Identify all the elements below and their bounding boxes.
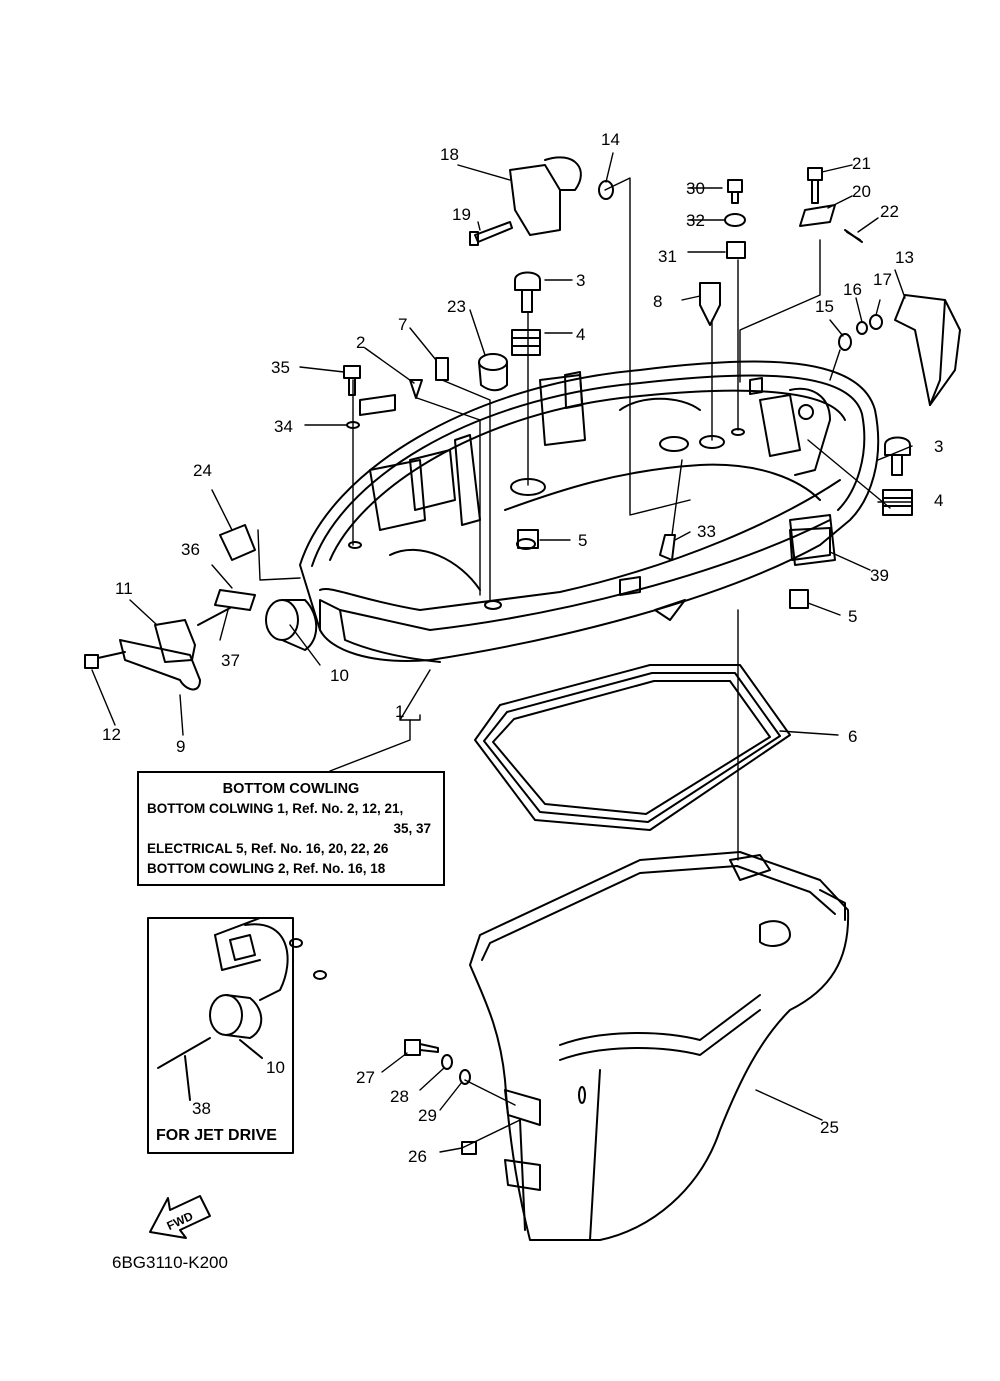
callout-5: 5 (578, 531, 587, 550)
hardware-parts (84, 156, 961, 1155)
drawing-code: 6BG3110-K200 (112, 1253, 228, 1272)
callout-22: 22 (880, 202, 899, 221)
callout-25: 25 (820, 1118, 839, 1137)
callout-31: 31 (658, 247, 677, 266)
callout-15: 15 (815, 297, 834, 316)
seal-part (474, 664, 791, 831)
callout-19: 19 (452, 205, 471, 224)
callout-8: 8 (653, 292, 662, 311)
callout-4: 4 (576, 325, 585, 344)
bottom-cowling-note-box: BOTTOM COWLING BOTTOM COLWING 1, Ref. No… (137, 771, 445, 886)
callout-35: 35 (271, 358, 290, 377)
callout-7: 7 (398, 315, 407, 334)
callout-10: 10 (330, 666, 349, 685)
callout-17: 17 (873, 270, 892, 289)
note-line: 35, 37 (393, 821, 431, 836)
callout-3b: 3 (934, 437, 943, 456)
callout-24: 24 (193, 461, 212, 480)
callout-13: 13 (895, 248, 914, 267)
callout-30: 30 (686, 179, 705, 198)
callout-33: 33 (697, 522, 716, 541)
callout-14: 14 (601, 130, 620, 149)
bottom-cowling-part (299, 360, 880, 663)
callout-11: 11 (115, 579, 133, 598)
jet-drive-inset (147, 917, 327, 1154)
note-line: ELECTRICAL 5, Ref. No. 16, 20, 22, 26 (147, 841, 389, 856)
callout-1: 1 (395, 702, 404, 721)
fwd-arrow-icon (149, 1195, 211, 1239)
callout-9: 9 (176, 737, 185, 756)
callout-2: 2 (356, 333, 365, 352)
callout-5b: 5 (848, 607, 857, 626)
callout-3: 3 (576, 271, 585, 290)
callout-6: 6 (848, 727, 857, 746)
lower-cowling-part (469, 851, 850, 1241)
inset-callout-10: 10 (266, 1058, 285, 1077)
callout-27: 27 (356, 1068, 375, 1087)
callout-26: 26 (408, 1147, 427, 1166)
callout-36: 36 (181, 540, 200, 559)
callout-18: 18 (440, 145, 459, 164)
callout-20: 20 (852, 182, 871, 201)
callout-32: 32 (686, 211, 705, 230)
callout-4b: 4 (934, 491, 943, 510)
callout-37: 37 (221, 651, 240, 670)
callout-28: 28 (390, 1087, 409, 1106)
note-title: BOTTOM COWLING (222, 781, 360, 797)
note-line: BOTTOM COWLING 2, Ref. No. 16, 18 (147, 861, 386, 876)
callout-12: 12 (102, 725, 121, 744)
callout-39: 39 (870, 566, 889, 585)
callout-34: 34 (274, 417, 293, 436)
note-line: BOTTOM COLWING 1, Ref. No. 2, 12, 21, (147, 801, 404, 816)
callout-21: 21 (852, 154, 871, 173)
callout-29: 29 (418, 1106, 437, 1125)
callout-23: 23 (447, 297, 466, 316)
inset-callout-38: 38 (192, 1099, 211, 1118)
callout-16: 16 (843, 280, 862, 299)
jet-drive-caption: FOR JET DRIVE (156, 1127, 277, 1144)
leader-lines (91, 152, 913, 1153)
